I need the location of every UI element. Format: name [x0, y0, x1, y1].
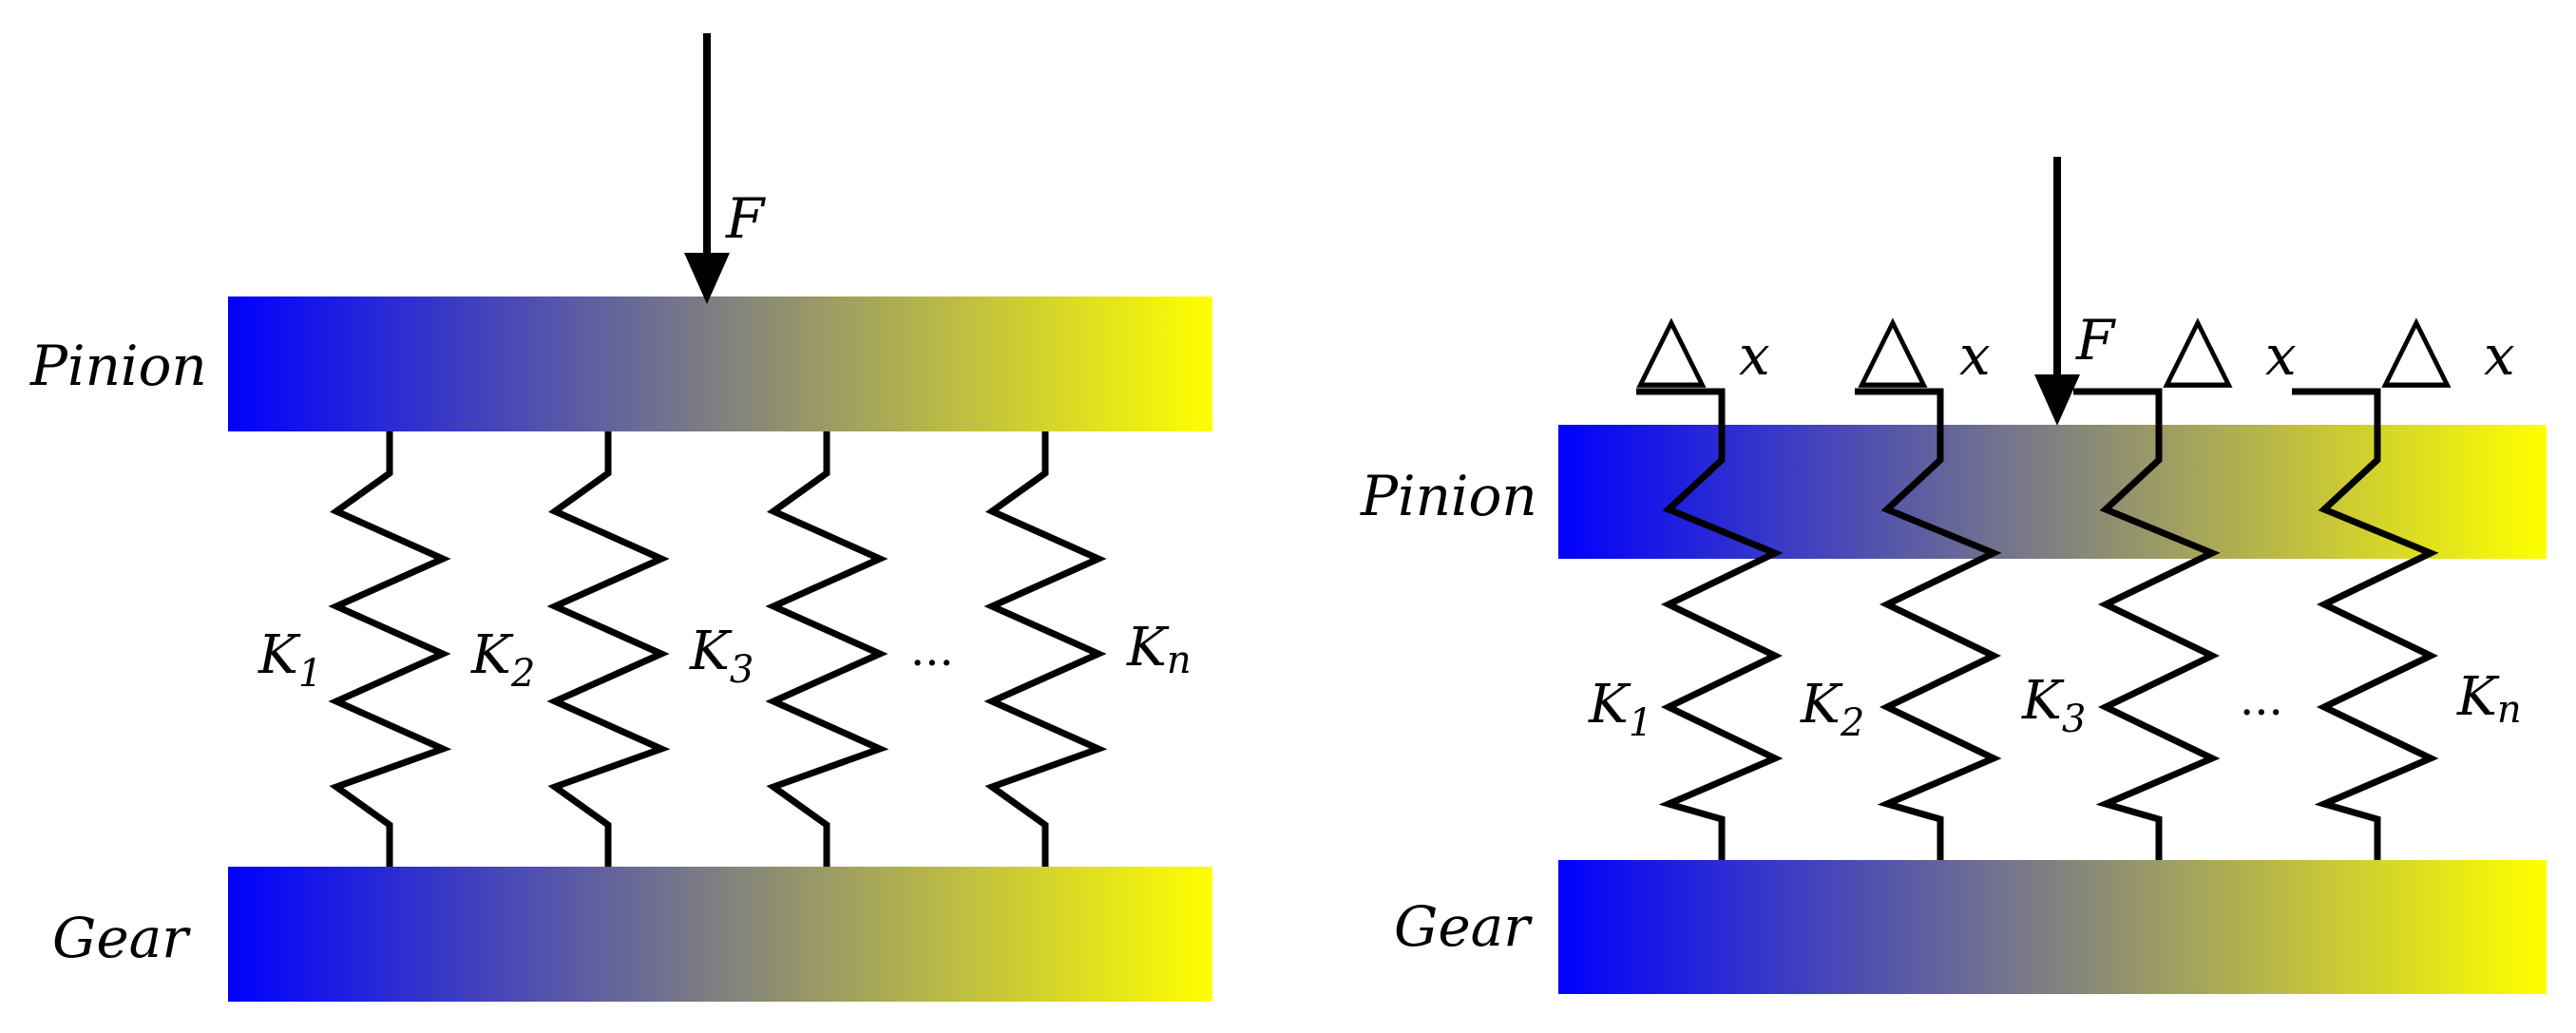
pinion-bar — [228, 297, 1212, 431]
force-arrow — [684, 33, 730, 304]
gear-bar — [228, 867, 1212, 1002]
spring — [2292, 388, 2439, 860]
pinion-label: Pinion — [29, 334, 207, 398]
spring — [983, 431, 1108, 867]
spring-label-k3: K3 — [2021, 670, 2086, 741]
spring-label-ellipsis: ... — [910, 623, 954, 677]
spring — [328, 431, 452, 867]
spring-group — [1636, 388, 2439, 860]
spring — [765, 431, 889, 867]
force-arrow — [2034, 157, 2080, 426]
delta-icon: △ — [1858, 292, 1928, 398]
delta-icon: △ — [2381, 292, 2452, 398]
spring-label-kn: Kn — [2456, 666, 2522, 732]
spring — [546, 431, 671, 867]
spring — [2073, 388, 2221, 860]
delta-x-marker: △ x — [1858, 292, 1991, 398]
spring-label-k2: K2 — [1800, 674, 1864, 745]
force-arrow-head — [684, 253, 730, 304]
spring-label-k2: K2 — [470, 624, 535, 696]
delta-icon: △ — [1636, 292, 1707, 398]
force-label: F — [2075, 308, 2116, 373]
spring-labels: K1 K2 K3 ... Kn — [1588, 666, 2522, 745]
panel-left: Pinion Gear F K1 K2 K3 ... Kn — [29, 33, 1212, 1002]
spring-group — [328, 431, 1108, 867]
gear-bar — [1558, 860, 2547, 994]
force-arrow-head — [2034, 374, 2080, 426]
spring-label-k1: K1 — [258, 624, 322, 696]
displacement-markers: △ x △ x △ x △ x — [1636, 292, 2515, 398]
panel-right: Pinion Gear F K1 K2 K3 ... Kn △ x △ x △ — [1360, 157, 2547, 994]
spring-label-k1: K1 — [1588, 674, 1652, 745]
gear-label: Gear — [1394, 894, 1533, 959]
delta-icon: △ — [2163, 292, 2233, 398]
delta-x-marker: △ x — [2163, 292, 2297, 398]
gear-label: Gear — [52, 906, 191, 970]
force-label: F — [725, 186, 766, 251]
delta-x-marker: △ x — [2381, 292, 2515, 398]
spring — [1636, 388, 1784, 860]
delta-var: x — [1959, 323, 1991, 388]
delta-x-marker: △ x — [1636, 292, 1770, 398]
pinion-label: Pinion — [1360, 464, 1537, 528]
spring-label-kn: Kn — [1126, 617, 1192, 682]
spring-label-k3: K3 — [689, 621, 754, 692]
spring-label-ellipsis: ... — [2240, 673, 2283, 726]
spring-labels: K1 K2 K3 ... Kn — [258, 617, 1192, 696]
delta-var: x — [1739, 323, 1770, 388]
spring — [1855, 388, 2002, 860]
delta-var: x — [2265, 323, 2297, 388]
delta-var: x — [2484, 323, 2515, 388]
